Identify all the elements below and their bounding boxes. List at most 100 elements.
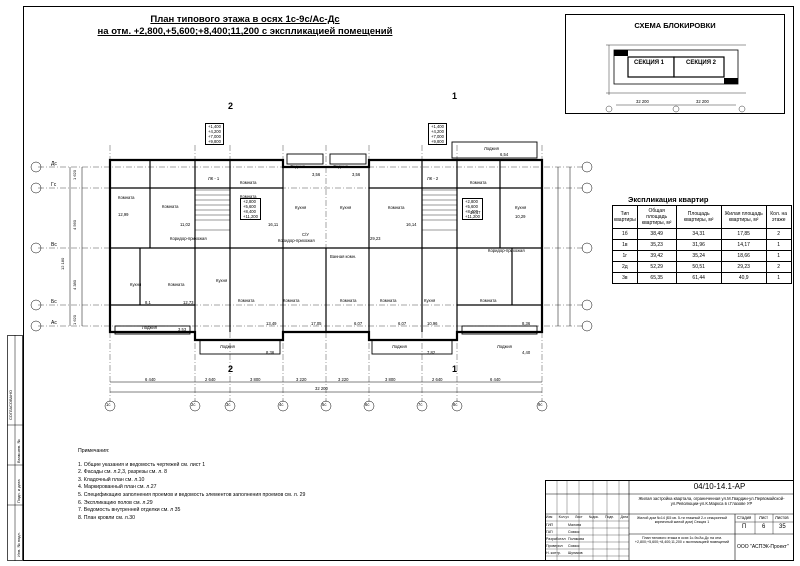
axis-num-6: 6с bbox=[365, 402, 370, 407]
dim-7: 2 640 bbox=[432, 377, 443, 382]
title-block: 04/10-14.1-АР Жилая застройка квартала, … bbox=[545, 480, 794, 561]
elevation-block-4: +2,800 +5,600 +8,400 +11,200 bbox=[462, 198, 483, 220]
elev-3-1: +5,600 bbox=[243, 204, 256, 209]
room-label: Комната bbox=[168, 282, 185, 287]
scheme-section-1: СЕКЦИЯ 1 bbox=[634, 60, 665, 66]
explication-header: Общая площадь квартиры, м² bbox=[636, 205, 677, 229]
note-item: 6. Экспликацию полов см. л.29 bbox=[78, 499, 153, 506]
loggia-label: Лоджия bbox=[220, 344, 235, 349]
scheme-section-2: СЕКЦИЯ 2 bbox=[686, 60, 717, 66]
axis-num-9: 9с bbox=[538, 402, 543, 407]
dim-6: 3 800 bbox=[385, 377, 396, 382]
table-cell: 61,44 bbox=[675, 272, 722, 284]
scheme-dim-1: 32 200 bbox=[636, 99, 649, 104]
explication-title: Экспликация квартир bbox=[628, 195, 709, 204]
side-dim-2: 4 560 bbox=[72, 219, 77, 230]
room-area: 6,07 bbox=[398, 321, 407, 326]
project-name: Жилая застройка квартала, ограниченная у… bbox=[638, 496, 785, 506]
table-cell: 17,85 bbox=[720, 228, 767, 240]
section-mark-2-bottom: 2 bbox=[228, 364, 234, 374]
loggia-area: 3,56 bbox=[312, 172, 321, 177]
table-row: 2д 52,29 50,51 29,23 2 bbox=[612, 261, 792, 273]
table-cell: 2 bbox=[765, 228, 792, 240]
room-area: 11,02 bbox=[180, 222, 191, 227]
elev-3-0: +2,800 bbox=[243, 199, 256, 204]
title-line-1: План типового этажа в осях 1с-9с/Ас-Дс bbox=[150, 14, 340, 25]
elevation-block-2: +1,400 +4,200 +7,000 +9,800 bbox=[428, 123, 447, 145]
stair-label-2: ЛК - 2 bbox=[427, 176, 439, 181]
room-label: Комната bbox=[283, 298, 300, 303]
room-area: 6,07 bbox=[354, 321, 363, 326]
stamp-header-cols: Изм Кол.уч Лист №док. Подп. Дата bbox=[546, 515, 628, 519]
axis-num-5: 5с bbox=[322, 402, 327, 407]
room-area: 16,14 bbox=[406, 222, 417, 227]
room-label: Комната bbox=[238, 298, 255, 303]
blocking-scheme: СХЕМА БЛОКИРОВКИ СЕКЦИЯ 1 СЕКЦИЯ 2 32 20… bbox=[565, 14, 785, 114]
table-cell: 3в bbox=[612, 272, 638, 284]
loggia-area: 7,82 bbox=[427, 350, 436, 355]
axis-num-3: 3с bbox=[226, 402, 231, 407]
section-mark-1-top: 1 bbox=[452, 91, 458, 101]
note-item: 2. Фасады см. л.2,3, разрезы см. л. 8 bbox=[78, 469, 168, 476]
bath-label: С/У bbox=[302, 232, 309, 237]
table-cell: 65,35 bbox=[636, 272, 677, 284]
note-item: 4. Маркированный план см. л.27 bbox=[78, 484, 157, 491]
sheet-label: Лист bbox=[759, 515, 769, 520]
loggia-area: 8,36 bbox=[266, 350, 275, 355]
room-area: 8,36 bbox=[522, 321, 531, 326]
stamp-col: Кол.уч bbox=[558, 515, 569, 519]
table-cell: 18,66 bbox=[720, 250, 767, 262]
elev-2-3: +9,800 bbox=[431, 139, 444, 144]
loggia-label: Лоджия bbox=[497, 344, 512, 349]
table-cell: 35,23 bbox=[636, 239, 677, 251]
corridor-label: Коридор-прихожая bbox=[278, 238, 315, 243]
stamp-name: Полякова bbox=[568, 537, 585, 541]
table-cell: 1в bbox=[612, 239, 638, 251]
table-cell: 2 bbox=[765, 261, 792, 273]
table-cell: 1 bbox=[765, 239, 792, 251]
room-area: 12,73 bbox=[183, 300, 194, 305]
elevation-block-3: +2,800 +5,600 +8,400 +11,200 bbox=[240, 198, 261, 220]
table-cell: 40,9 bbox=[720, 272, 767, 284]
corridor-label: Коридор-прихожая bbox=[488, 248, 525, 253]
room-label: Комната bbox=[480, 298, 497, 303]
stamp-col: №док. bbox=[588, 515, 599, 519]
room-label: Комната bbox=[380, 298, 397, 303]
elev-3-2: +8,400 bbox=[243, 209, 256, 214]
stamp-role: ГИП bbox=[546, 523, 554, 527]
axis-label-Dc-left: Дс bbox=[51, 161, 57, 167]
sheets-value: 35 bbox=[779, 524, 786, 530]
side-dim-4: 1 620 bbox=[72, 314, 77, 325]
scheme-title: СХЕМА БЛОКИРОВКИ bbox=[634, 21, 716, 30]
room-label: Кухня bbox=[130, 282, 142, 287]
explication-header: Кол. на этаже bbox=[765, 205, 792, 229]
side-dim-total: 12 180 bbox=[60, 257, 65, 270]
axis-num-4: 4с bbox=[279, 402, 284, 407]
stair-label-1: ЛК - 1 bbox=[208, 176, 220, 181]
side-dim-1: 1 620 bbox=[72, 169, 77, 180]
room-label: Комната bbox=[240, 180, 257, 185]
drawing-title: План типового этажа в осях 1с-9с/Ас-Дс н… bbox=[60, 14, 430, 38]
elev-4-2: +8,400 bbox=[465, 209, 478, 214]
section-mark-2-top: 2 bbox=[228, 101, 234, 111]
room-label: Комната bbox=[340, 298, 357, 303]
room-area: 17,05 bbox=[311, 321, 322, 326]
loggia-label: Лоджия bbox=[142, 325, 157, 330]
corridor-label: Коридор-прихожая bbox=[170, 236, 207, 241]
floor-plan bbox=[30, 141, 593, 412]
bath-label: Ванная комн. bbox=[330, 254, 357, 259]
elev-2-1: +4,200 bbox=[431, 129, 444, 134]
side-dim-3: 4 380 bbox=[72, 279, 77, 290]
table-row: 1б 38,49 34,31 17,85 2 bbox=[612, 228, 792, 240]
loggia-area: 6,54 bbox=[500, 152, 509, 157]
doc-code: 04/10-14.1-АР bbox=[693, 482, 746, 491]
dim-5: 3 220 bbox=[338, 377, 349, 382]
stamp-col: Изм bbox=[546, 515, 553, 519]
stamp-col: Лист bbox=[575, 515, 583, 519]
axis-num-2: 2с bbox=[191, 402, 196, 407]
table-cell: 1б bbox=[612, 228, 638, 240]
explication-header-row: Тип квартиры Общая площадь квартиры, м² … bbox=[612, 205, 792, 229]
scheme-dim-2: 32 200 bbox=[696, 99, 709, 104]
stamp-col: Дата bbox=[620, 515, 628, 519]
table-cell: 1 bbox=[765, 272, 792, 284]
